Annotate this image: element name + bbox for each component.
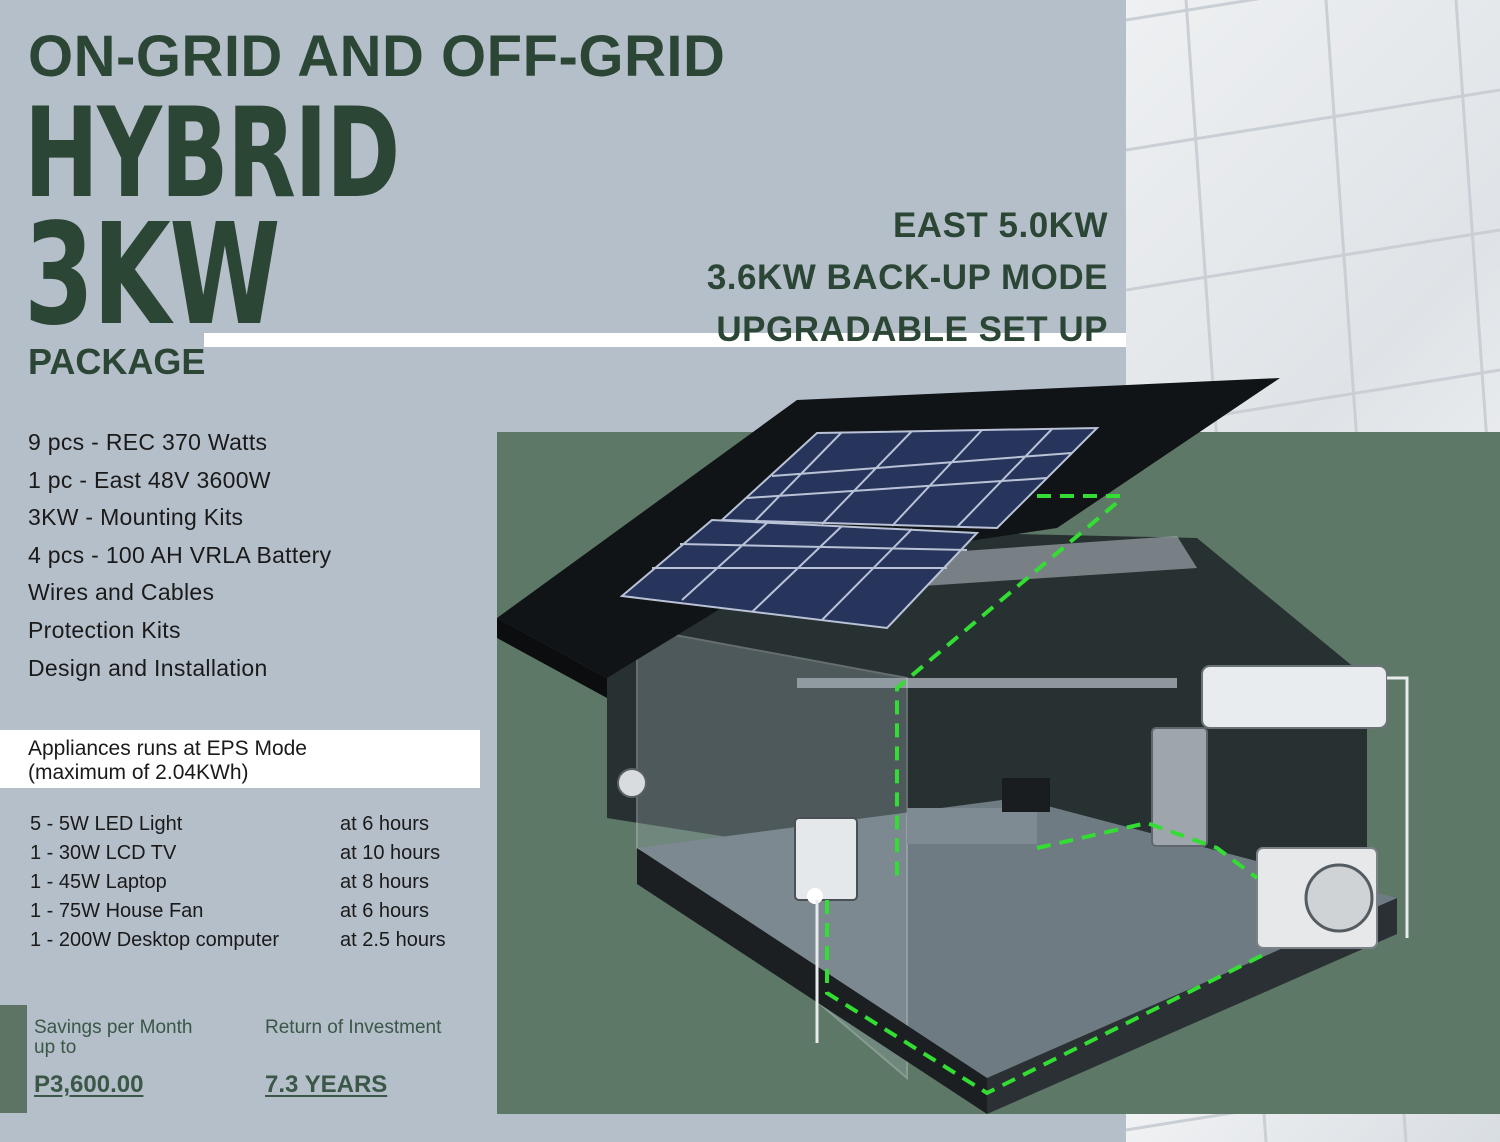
spec-backup: 3.6KW BACK-UP MODE [706,258,1108,297]
appliance-duration: at 8 hours [340,871,429,893]
table-row: 1 - 30W LCD TV at 10 hours [30,839,446,868]
list-item: 3KW - Mounting Kits [28,504,244,531]
spec-upgradable: UPGRADABLE SET UP [716,310,1108,349]
roi-value: 7.3 YEARS [265,1071,388,1098]
spec-list: EAST 5.0KW 3.6KW BACK-UP MODE UPGRADABLE… [707,200,1108,356]
wire-panel-to-inverter [895,494,1122,878]
inverter [794,817,858,901]
tv [1002,778,1050,812]
savings-label-line2: up to [34,1037,77,1058]
list-item: 9 pcs - REC 370 Watts [28,429,268,455]
appliance-name: 1 - 75W House Fan [30,900,204,922]
divider-bar [204,333,1126,347]
list-item: Wires and Cables [28,579,215,606]
appliance-name: 1 - 45W Laptop [30,871,167,893]
aircon-indoor [1201,665,1388,729]
eps-title: Appliances runs at EPS Mode [28,737,307,760]
list-item: 4 pcs - 100 AH VRLA Battery [28,541,332,568]
savings-value: P3,600.00 [34,1071,144,1098]
solar-panel-lower [619,518,980,630]
headline-hybrid: HYBRID [24,82,400,226]
appliance-table: 5 - 5W LED Light at 6 hours 1 - 30W LCD … [30,810,446,955]
appliance-name: 1 - 200W Desktop computer [30,929,279,951]
conduit-right [1387,676,1409,938]
wire-interior [1036,820,1259,880]
table-row: 1 - 45W Laptop at 8 hours [30,868,446,897]
list-item: Design and Installation [28,654,268,681]
accent-tab [0,1005,27,1113]
package-list: 9 pcs - REC 370 Watts 1 pc - East 48V 36… [28,424,331,687]
appliance-duration: at 2.5 hours [340,929,446,951]
appliance-duration: at 6 hours [340,900,429,922]
appliance-name: 5 - 5W LED Light [30,813,183,835]
fan-grille [1304,863,1374,933]
mezzanine [797,678,1177,688]
refrigerator [1151,727,1208,847]
appliance-duration: at 10 hours [340,842,441,864]
spec-inverter: EAST 5.0KW [892,206,1108,245]
list-item: Protection Kits [28,616,181,643]
base-right [987,898,1397,1114]
sofa [907,808,1037,844]
headline-grid-type: ON-GRID AND OFF-GRID [28,24,726,89]
eps-max: (maximum of 2.04KWh) [28,761,249,784]
appliance-name: 1 - 30W LCD TV [30,842,177,864]
solar-panel-upper [719,426,1100,530]
savings-label-line1: Savings per Month [34,1017,193,1038]
table-row: 5 - 5W LED Light at 6 hours [30,810,446,839]
headline-package: PACKAGE [28,341,206,382]
headline-capacity: 3KW [24,194,281,357]
meter-node [807,888,823,904]
roof-edge [497,618,607,698]
appliance-duration: at 6 hours [340,813,429,835]
eps-banner: Appliances runs at EPS Mode (maximum of … [0,730,480,788]
roi-label: Return of Investment [265,1017,442,1038]
savings-label: Savings per Month up to [34,1018,192,1058]
base-left [637,848,987,1114]
house-illustration [497,378,1409,1114]
list-item: 1 pc - East 48V 3600W [28,466,271,493]
table-row: 1 - 200W Desktop computer at 2.5 hours [30,926,446,955]
wire-inverter-to-ac [825,900,1268,1096]
table-row: 1 - 75W House Fan at 6 hours [30,897,446,926]
electric-meter [617,768,647,798]
